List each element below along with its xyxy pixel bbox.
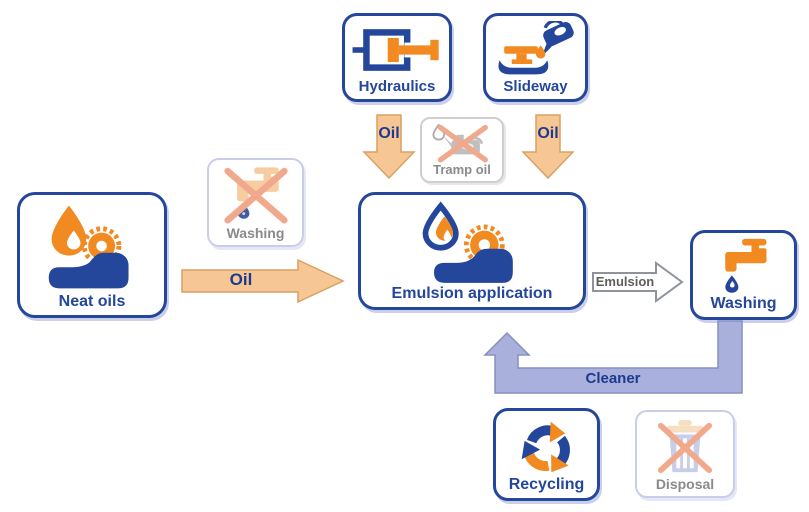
oil-arrow-from-slideway: Oil [520,114,576,180]
emulsion-drop-gear-machine-icon [422,201,513,283]
washing-box: Washing [690,230,797,320]
neat-oils-label: Neat oils [58,293,126,311]
washing-crossed-label: Washing [226,225,285,242]
neat-oils-box: Neat oils [17,192,167,318]
recycling-label: Recycling [508,476,585,494]
recycling-arrows-icon [521,421,570,472]
oil-arrow-label: Oil [378,125,400,142]
slideway-label: Slideway [503,78,568,96]
emulsion-application-label: Emulsion application [391,285,553,303]
emulsion-arrow: Emulsion [592,260,684,304]
return-arrow-icon [483,320,743,394]
right-arrow-icon [181,258,345,304]
no-disposal-trash-icon [657,420,713,474]
slideway-box: Slideway [483,13,588,102]
oil-arrow-from-hydraulics: Oil [361,114,417,180]
oil-can-pouring-icon [497,21,574,75]
hydraulics-box: Hydraulics [342,13,452,102]
washing-crossed-box: Washing [207,158,304,247]
emulsion-application-box: Emulsion application [358,192,586,310]
tramp-oil-label: Tramp oil [433,162,491,178]
no-washing-faucet-icon [223,167,288,224]
oil-arrow-from-neat-oils: Oil [181,258,345,304]
oil-drop-gear-machine-icon [48,205,129,289]
recycling-box: Recycling [493,408,600,501]
tramp-oil-box: Tramp oil [420,117,504,183]
hydraulic-cylinder-icon [352,29,439,71]
down-arrow-icon [362,114,416,180]
hydraulics-label: Hydraulics [358,78,436,96]
faucet-drop-icon [724,239,766,293]
cleaner-arrow: Cleaner [480,320,746,396]
oil-arrow-label: Oil [537,125,559,142]
emulsion-arrow-label: Emulsion [595,274,655,289]
no-tramp-oil-can-icon [432,124,488,163]
oil-arrow-label: Oil [229,270,253,289]
disposal-label: Disposal [655,476,715,493]
disposal-box: Disposal [635,410,735,498]
cleaner-arrow-label: Cleaner [585,370,641,387]
down-arrow-icon [521,114,575,180]
washing-label: Washing [710,295,777,313]
right-arrow-outline-icon [592,261,684,303]
